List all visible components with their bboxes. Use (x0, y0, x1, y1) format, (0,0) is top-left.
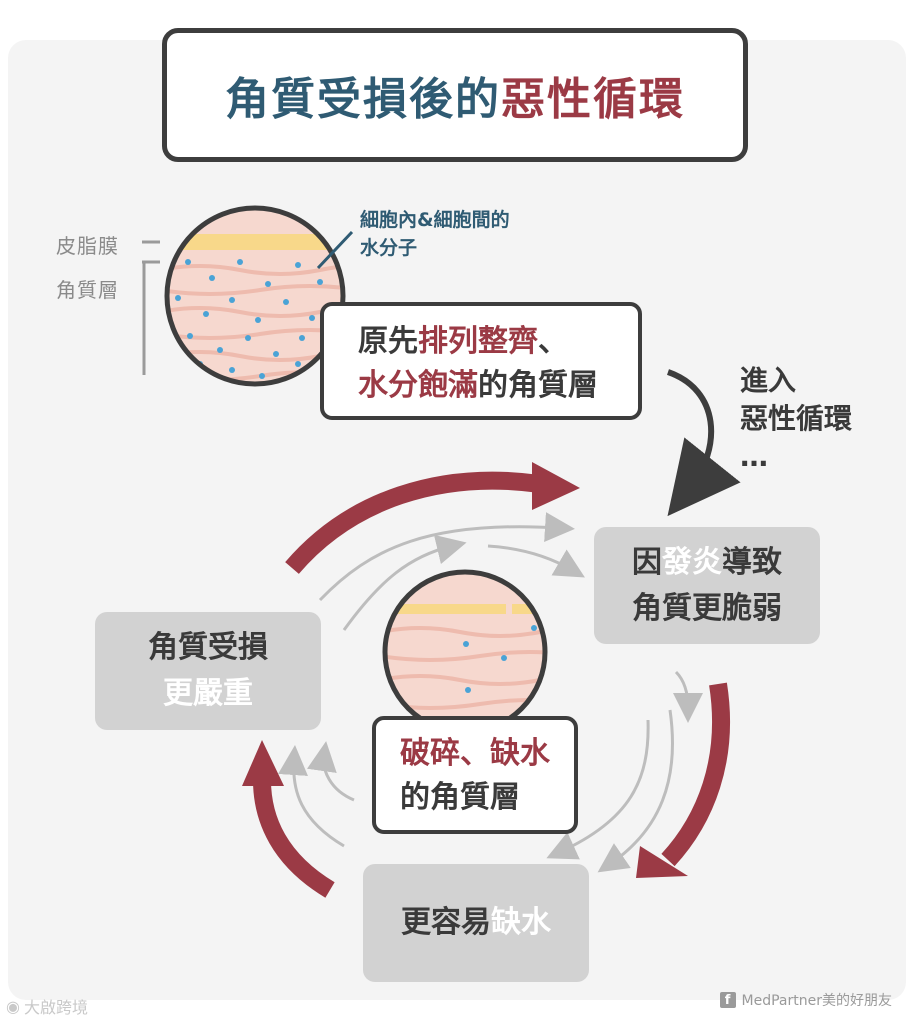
background-panel (8, 40, 906, 1000)
dehydration-text-b: 缺水 (491, 905, 551, 940)
cycle-red-arrowheads (242, 462, 688, 878)
dehydration-text-a: 更容易 (401, 905, 491, 940)
facebook-icon: f (719, 992, 736, 1008)
inflammation-text-b: 發炎 (662, 544, 722, 580)
annotation-line2: 水分子 (360, 237, 418, 259)
center-text-line2: 的角質層 (400, 780, 520, 815)
inflammation-text-c: 導致 (722, 544, 782, 580)
damage-text-line1: 角質受損 (148, 630, 268, 665)
healthy-text-2b: 的角質層 (478, 368, 598, 403)
sebum-label: 皮脂膜 (56, 234, 119, 258)
healthy-stratum-box: 原先排列整齊、 水分飽滿的角質層 (320, 302, 642, 420)
inflammation-text-a: 因 (632, 544, 662, 580)
healthy-skin-circle (167, 208, 343, 384)
side-note-line3: … (740, 440, 768, 473)
damage-box: 角質受損 更嚴重 (95, 612, 321, 730)
enter-cycle-note: 進入 惡性循環 … (740, 362, 852, 476)
healthy-text-1a: 原先 (358, 324, 418, 359)
inflammation-box: 因發炎導致 角質更脆弱 (594, 527, 820, 644)
healthy-text-2a: 水分飽滿 (358, 368, 478, 403)
title-box: 角質受損後的 惡性循環 (162, 28, 748, 162)
annotation-line1: 細胞內&細胞間的 (360, 209, 510, 231)
water-molecule-annotation: 細胞內&細胞間的 水分子 (360, 206, 510, 262)
dehydration-box: 更容易缺水 (363, 864, 589, 982)
cycle-gray-arrows (278, 512, 703, 873)
inflammation-text-line2: 角質更脆弱 (632, 590, 782, 626)
healthy-text-1c: 、 (538, 324, 568, 359)
title-part1: 角質受損後的 (225, 74, 501, 125)
damaged-skin-circle (385, 572, 545, 732)
cycle-red-arrows (253, 471, 730, 898)
center-text-line1: 破碎、缺水 (400, 736, 550, 771)
credit-text: MedPartner美的好朋友 (741, 993, 892, 1009)
title-part2: 惡性循環 (501, 74, 685, 125)
damage-text-line2: 更嚴重 (163, 676, 253, 711)
healthy-text-1b: 排列整齊 (418, 324, 538, 359)
credit: f MedPartner美的好朋友 (719, 990, 892, 1010)
watermark: ◉ 大啟跨境 (6, 994, 88, 1018)
watermark-text: 大啟跨境 (23, 998, 88, 1017)
damaged-stratum-box: 破碎、缺水 的角質層 (372, 716, 578, 834)
watermark-logo-icon: ◉ (6, 996, 20, 1016)
side-note-line1: 進入 (740, 364, 797, 397)
annotation-pointer (316, 230, 354, 270)
side-note-line2: 惡性循環 (740, 402, 853, 435)
enter-cycle-arrow (666, 369, 741, 517)
stratum-label: 角質層 (56, 278, 119, 302)
